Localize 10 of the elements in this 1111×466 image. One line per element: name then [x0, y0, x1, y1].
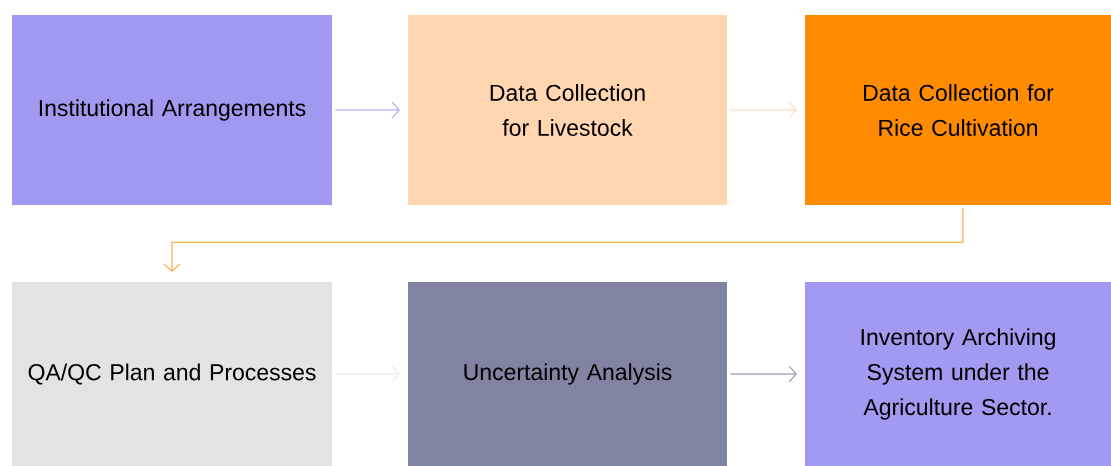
arrow	[334, 101, 400, 119]
process-box: Data Collection for Livestock	[408, 15, 727, 205]
process-box: QA/QC Plan and Processes	[12, 282, 332, 466]
process-box: Uncertainty Analysis	[408, 282, 727, 466]
arrow	[163, 207, 964, 272]
process-box: Data Collection for Rice Cultivation	[805, 15, 1111, 205]
process-box: Institutional Arrangements	[12, 15, 332, 205]
arrow	[729, 365, 797, 383]
arrow	[729, 101, 797, 119]
process-box: Inventory Archiving System under the Agriculture Sector.	[805, 282, 1111, 466]
